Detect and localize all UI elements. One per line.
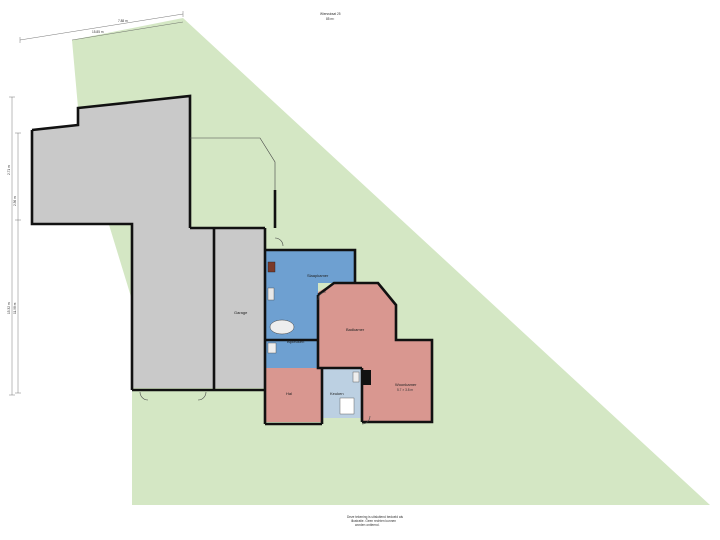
label-keuken: Keuken — [330, 391, 344, 396]
dim-top-inner: 15.85 m — [92, 30, 104, 34]
label-badkamer: Badkamer — [346, 327, 365, 332]
top-dimension: 7.88 m 15.85 m — [19, 11, 184, 43]
dim-left-2: 2.36 m — [13, 196, 17, 206]
label-garage: Garage — [234, 310, 248, 315]
room-bijkeuken — [265, 250, 355, 368]
footer-line1: Deze tekening is uitsluitend bedoeld als — [347, 515, 403, 519]
building-main — [32, 96, 214, 388]
footer-line3: worden ontleend. — [355, 523, 380, 527]
room-slaapkamer — [265, 368, 322, 422]
area-subtitle: 85 m² — [326, 17, 334, 21]
dim-left-3: 15.32 m — [7, 302, 11, 314]
dim-top-outer: 7.88 m — [118, 19, 128, 23]
room-keuken — [318, 283, 432, 422]
address-title: Wiersstraat 25 — [320, 12, 341, 16]
doors — [139, 237, 371, 425]
garage — [214, 228, 265, 388]
terrace-outline — [190, 137, 277, 228]
label-woonkamer: Woonkamer — [395, 382, 417, 387]
building-walls — [30, 94, 267, 392]
label-bijkeuken: Bijkeuken — [287, 339, 304, 344]
label-woonkamer-size: 5.7 × 3.8 m — [397, 388, 413, 392]
room-walls — [263, 248, 434, 426]
fixtures — [267, 261, 371, 415]
footer-line2: illustratie. Geen rechten kunnen — [351, 519, 396, 523]
dim-left-1: 2.71 m — [7, 165, 11, 175]
dim-left-4: 11.98 m — [13, 302, 17, 314]
label-slaapkamer: Slaapkamer — [307, 273, 329, 278]
label-hal: Hal — [286, 391, 292, 396]
left-dimension: 2.71 m 2.36 m 15.32 m 11.98 m — [7, 96, 21, 396]
